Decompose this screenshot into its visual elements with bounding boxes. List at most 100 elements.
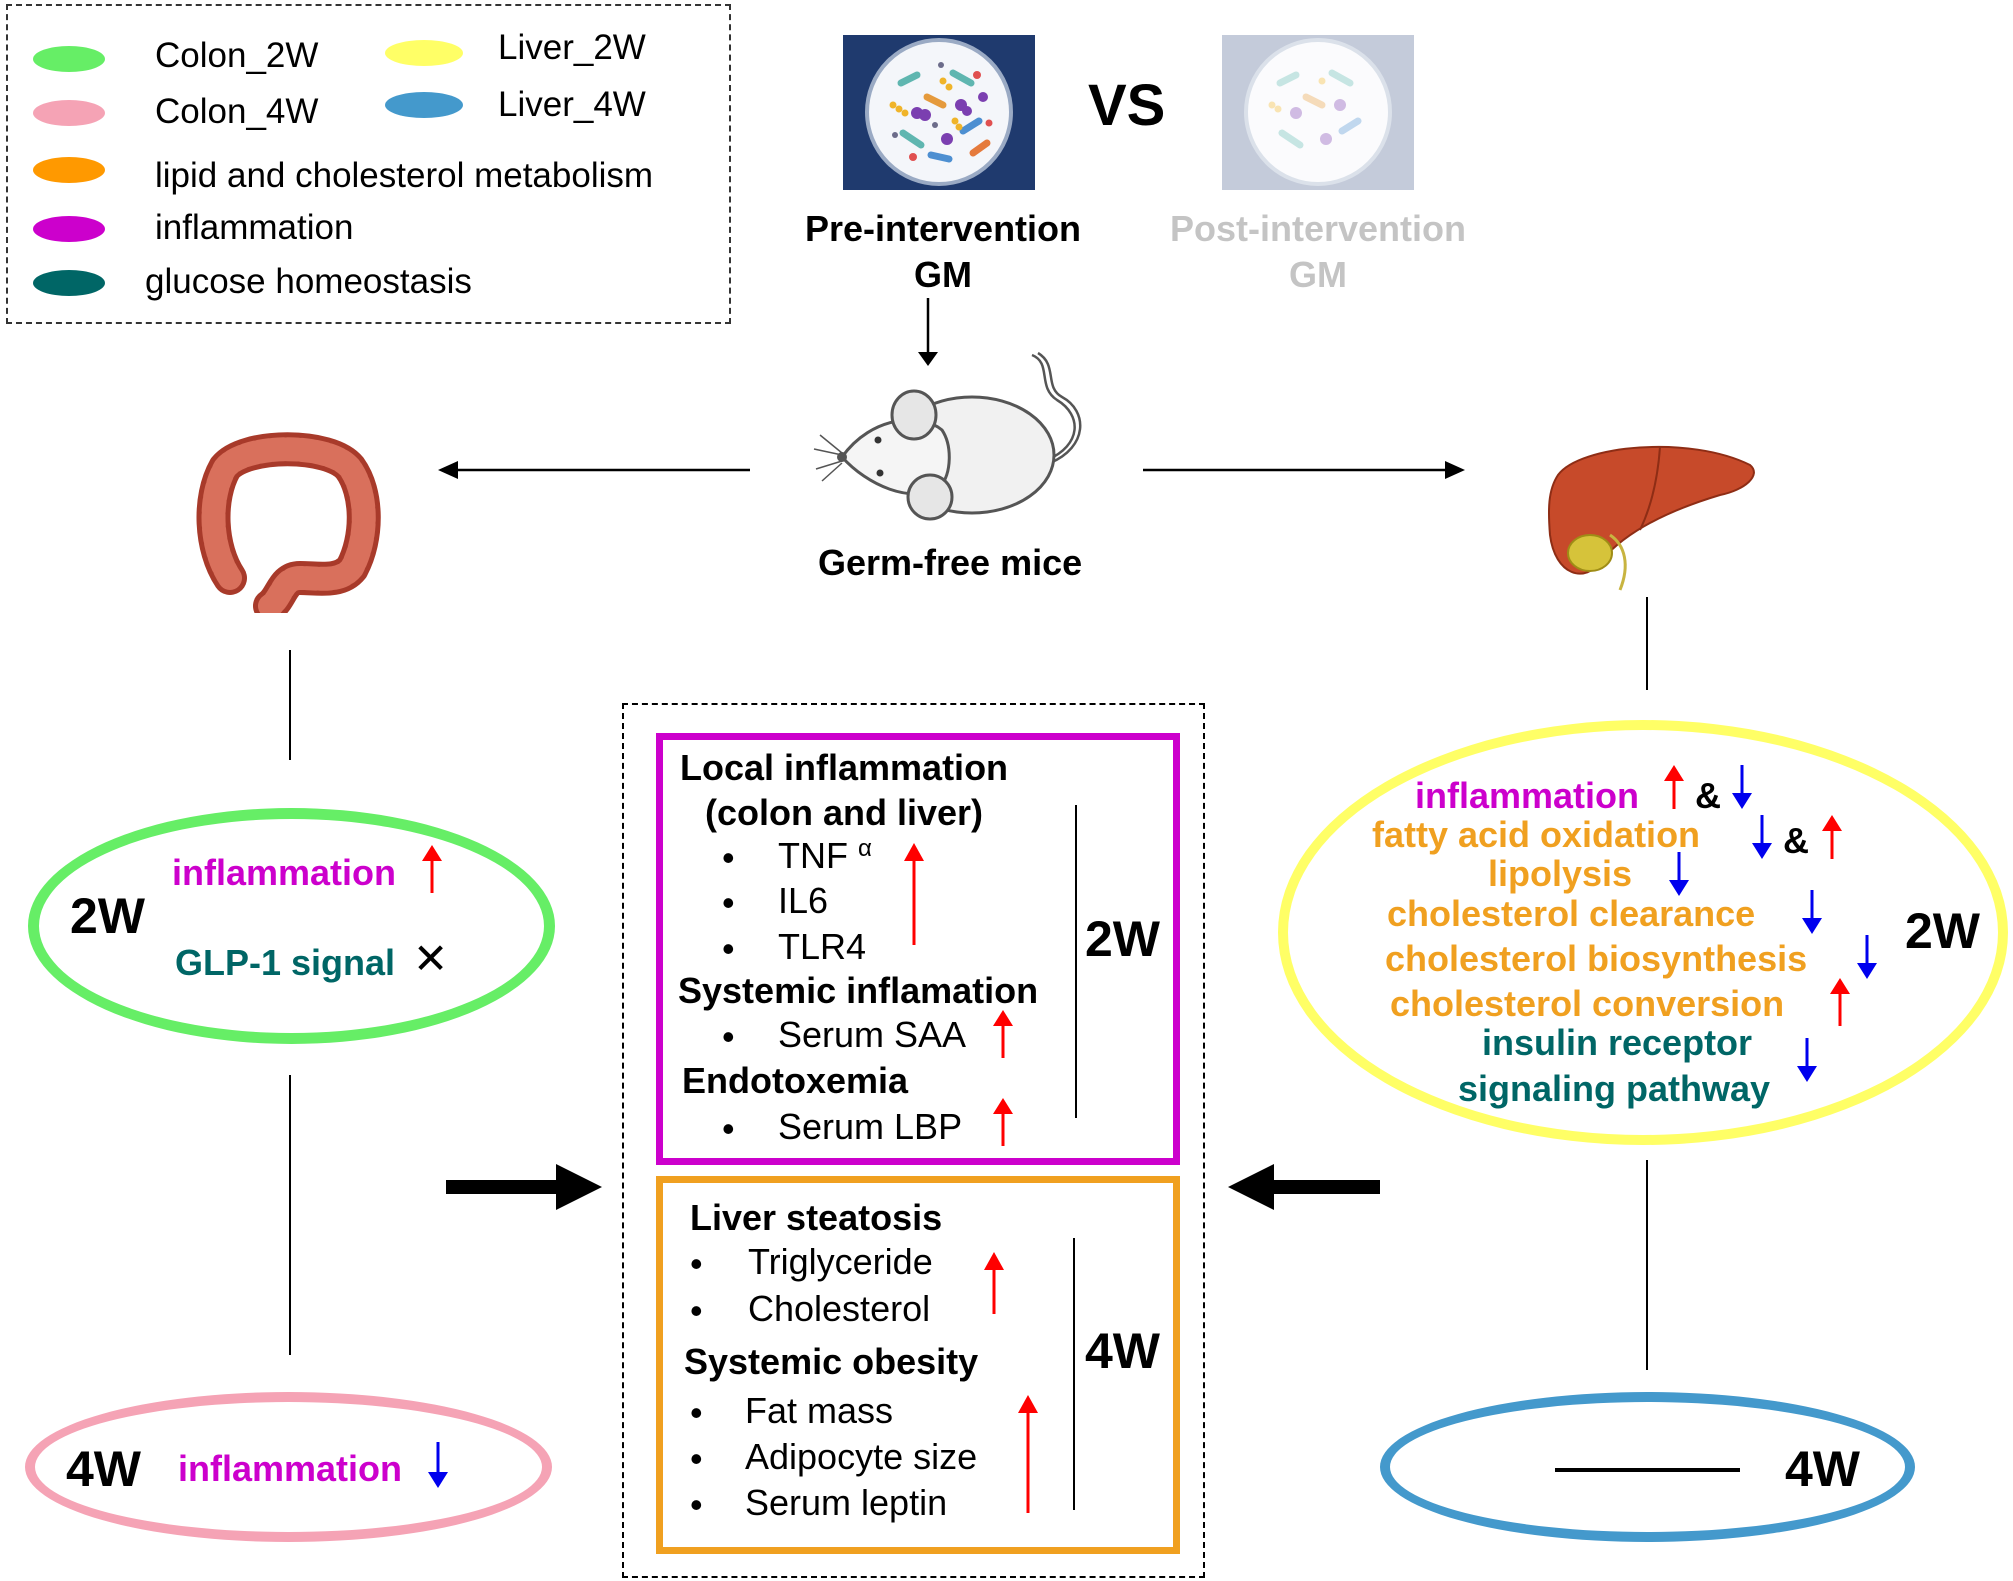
legend-label-colon-4w: Colon_4W	[155, 92, 319, 131]
liver-2w-inflammation-down-arrow-icon	[1732, 765, 1752, 809]
bullet-icon: •	[722, 928, 735, 969]
liver-2w-lipolysis: lipolysis	[1488, 853, 1633, 894]
liver-2w-conversion-up-arrow-icon	[1830, 978, 1850, 1026]
colon-4w-week-label: 4W	[66, 1441, 141, 1497]
center-bottom-box	[656, 1176, 1180, 1554]
legend-label-glucose: glucose homeostasis	[145, 262, 472, 301]
center-top-box	[656, 733, 1180, 1165]
colon-4w-ellipse	[25, 1392, 552, 1542]
legend-swatch-liver-2w	[385, 40, 463, 66]
fat-mass-item: Fat mass	[745, 1390, 894, 1431]
tnf-alpha: α	[858, 835, 872, 862]
bullet-icon: •	[722, 882, 735, 923]
systemic-obesity-heading: Systemic obesity	[684, 1341, 979, 1382]
local-inflammation-subheading: (colon and liver)	[705, 792, 984, 833]
liver-2w-cholesterol-biosynthesis: cholesterol biosynthesis	[1385, 938, 1808, 979]
germ-free-mouse-image	[813, 351, 1082, 521]
post-intervention-line2: GM	[1288, 254, 1347, 295]
colon-4w-down-arrow-icon	[428, 1442, 448, 1488]
pre-intervention-gm-image	[843, 35, 1035, 190]
liver-2w-cholesterol-clearance: cholesterol clearance	[1387, 893, 1756, 934]
legend-label-colon-2w: Colon_2W	[155, 36, 319, 75]
liver-2w-ellipse	[1278, 720, 2008, 1145]
post-intervention-gm-image	[1222, 35, 1414, 190]
legend-swatch-liver-4w	[385, 92, 463, 118]
colon-2w-up-arrow-icon	[422, 845, 442, 893]
legend-label-liver-4w: Liver_4W	[498, 85, 646, 124]
liver-2w-biosynthesis-down-arrow-icon	[1857, 935, 1877, 979]
bullet-icon: •	[690, 1290, 703, 1331]
liver-2w-insulin-down-arrow-icon	[1797, 1038, 1817, 1082]
pre-intervention-line1: Pre-intervention	[804, 208, 1082, 249]
liver-2w-signaling-pathway: signaling pathway	[1458, 1068, 1771, 1109]
colon-2w-glp1: GLP-1 signal	[175, 942, 396, 983]
tnf-label: TNF	[778, 835, 848, 876]
liver-2w-fao-down-arrow-icon	[1752, 815, 1772, 859]
liver-2w-week-label: 2W	[1905, 903, 1980, 959]
systemic-inflammation-heading: Systemic inflamation	[678, 970, 1039, 1011]
germ-free-mice-label: Germ-free mice	[818, 542, 1083, 583]
liver-2w-amp-2: &	[1783, 820, 1809, 861]
liver-2w-clearance-down-arrow-icon	[1802, 890, 1822, 934]
cholesterol-item: Cholesterol	[748, 1288, 931, 1329]
liver-2w-fao-up-arrow-icon	[1822, 815, 1842, 859]
center-panel	[622, 703, 1205, 1578]
bullet-icon: •	[722, 1108, 735, 1149]
liver-steatosis-up-arrow-icon	[984, 1252, 1004, 1314]
liver-steatosis-heading: Liver steatosis	[690, 1197, 943, 1238]
systemic-obesity-up-arrow-icon	[1018, 1395, 1038, 1513]
liver-2w-lipolysis-down-arrow-icon	[1669, 852, 1689, 896]
serum-saa-up-arrow-icon	[993, 1010, 1013, 1058]
bullet-icon: •	[690, 1392, 703, 1433]
legend-label-liver-2w: Liver_2W	[498, 28, 646, 67]
adipocyte-size-item: Adipocyte size	[745, 1436, 978, 1477]
post-intervention-label: Post-intervention GM	[1170, 206, 1466, 298]
legend-swatch-inflammation	[33, 216, 105, 242]
tlr4-item: TLR4	[778, 926, 867, 967]
vs-label: VS	[1088, 73, 1166, 138]
pre-intervention-line2: GM	[913, 254, 972, 295]
colon-2w-ellipse	[28, 808, 555, 1044]
bullet-icon: •	[690, 1484, 703, 1525]
endotoxemia-heading: Endotoxemia	[682, 1060, 909, 1101]
legend-label-lipid: lipid and cholesterol metabolism	[155, 156, 654, 195]
colon-2w-week-label: 2W	[70, 888, 145, 944]
legend-swatch-glucose	[33, 270, 105, 296]
local-inflammation-heading: Local inflammation	[680, 747, 1009, 788]
legend-swatch-lipid	[33, 157, 105, 183]
center-top-week-label: 2W	[1085, 911, 1160, 967]
liver-2w-cholesterol-conversion: cholesterol conversion	[1390, 983, 1785, 1024]
liver-2w-inflammation: inflammation	[1415, 775, 1640, 816]
local-inflammation-up-arrow-icon	[904, 843, 924, 945]
liver-2w-fatty-acid-oxidation: fatty acid oxidation	[1372, 814, 1701, 855]
liver-4w-no-change-dash	[1555, 1468, 1740, 1472]
liver-2w-inflammation-up-arrow-icon	[1664, 765, 1684, 809]
liver-organ-image	[1548, 445, 1755, 591]
serum-lbp-up-arrow-icon	[993, 1098, 1013, 1146]
legend-swatch-colon-2w	[33, 46, 105, 72]
bullet-icon: •	[722, 1016, 735, 1057]
liver-2w-insulin-receptor: insulin receptor	[1482, 1022, 1753, 1063]
serum-saa-item: Serum SAA	[778, 1014, 967, 1055]
legend-label-inflammation: inflammation	[155, 208, 354, 247]
il6-item: IL6	[778, 880, 829, 921]
bullet-icon: •	[722, 837, 735, 878]
triglyceride-item: Triglyceride	[748, 1241, 933, 1282]
colon-2w-cross-icon: ✕	[413, 935, 449, 982]
bullet-icon: •	[690, 1243, 703, 1284]
center-top-divider	[1075, 805, 1077, 1118]
bullet-icon: •	[690, 1438, 703, 1479]
liver-2w-amp-1: &	[1695, 775, 1721, 816]
legend-swatch-colon-4w	[33, 100, 105, 126]
colon-organ-image	[196, 432, 381, 613]
colon-4w-inflammation: inflammation	[178, 1448, 403, 1489]
colon-2w-inflammation: inflammation	[172, 852, 397, 893]
liver-4w-week-label: 4W	[1785, 1441, 1860, 1497]
serum-lbp-item: Serum LBP	[778, 1106, 963, 1147]
serum-leptin-item: Serum leptin	[745, 1482, 948, 1523]
post-intervention-line1: Post-intervention	[1169, 208, 1467, 249]
liver-4w-ellipse	[1380, 1392, 1915, 1542]
pre-intervention-label: Pre-intervention GM	[805, 206, 1081, 298]
tnf-item: TNF α	[778, 835, 872, 877]
